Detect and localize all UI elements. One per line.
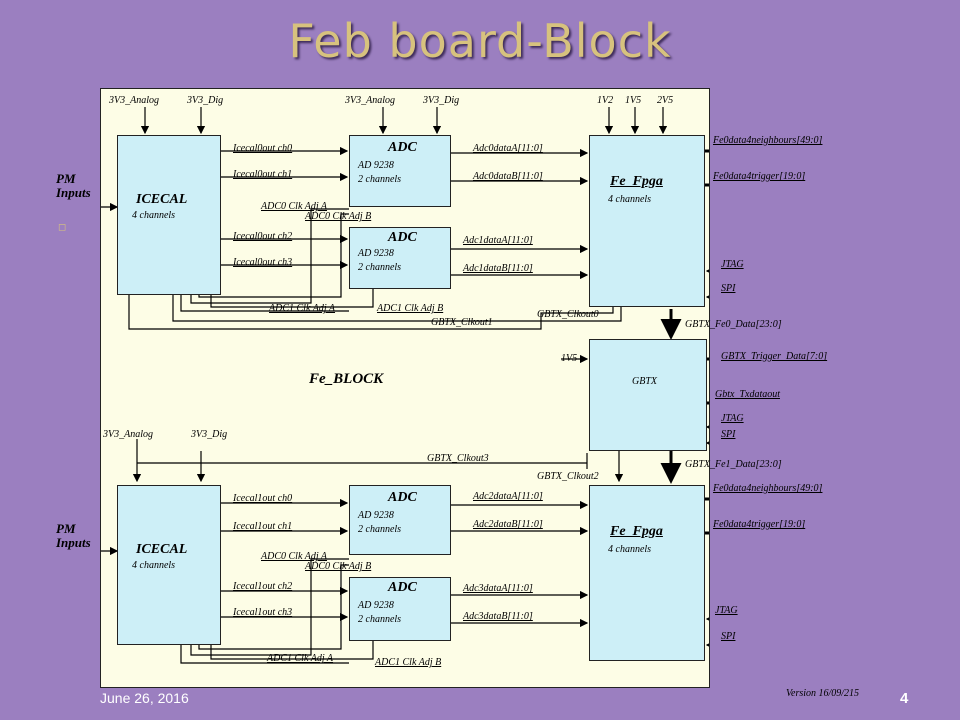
supply-label: 1V5: [561, 353, 578, 364]
channel-label: Icecal0out ch0: [233, 143, 293, 154]
fe-block-label: Fe_BLOCK: [309, 371, 384, 387]
channel-label: Icecal0out ch2: [233, 231, 293, 242]
adc-title: ADC: [388, 230, 417, 245]
version-label: Version 16/09/215: [786, 688, 860, 699]
adc-part: AD 9238: [358, 160, 394, 171]
slide-date: June 26, 2016: [100, 690, 189, 706]
clk-adj-label: ADC0 Clk Adj B: [305, 211, 372, 222]
pm-inputs-top-label: PM Inputs: [56, 172, 91, 200]
supply-label: 3V3_Analog: [103, 429, 153, 440]
fpga-top-box: Fe_Fpga 4 channels: [589, 135, 705, 307]
fpga-title: Fe_Fpga: [610, 174, 663, 189]
page-number: 4: [900, 690, 909, 707]
supply-label: 1V5: [625, 95, 642, 106]
adc1-bottom-box: ADC AD 9238 2 channels: [349, 577, 451, 641]
output-label: Fe0data4trigger[19:0]: [713, 519, 806, 530]
adc0-top-box: ADC AD 9238 2 channels: [349, 135, 451, 207]
output-label: Gbtx_Txdataout: [715, 389, 780, 400]
icecal-subtitle: 4 channels: [132, 210, 176, 221]
adc-data-label: Adc1dataA[11:0]: [463, 235, 533, 246]
output-label: SPI: [721, 631, 736, 642]
channel-label: Icecal1out ch1: [233, 521, 293, 532]
icecal-title: ICECAL: [136, 542, 188, 557]
adc-title: ADC: [388, 580, 417, 595]
output-label: SPI: [721, 429, 736, 440]
supply-label: 3V3_Analog: [109, 95, 159, 106]
adc-data-label: Adc2dataA[11:0]: [473, 491, 543, 502]
supply-label: 3V3_Dig: [423, 95, 460, 106]
icecal-subtitle: 4 channels: [132, 560, 176, 571]
clk-adj-label: ADC1 Clk Adj A: [269, 303, 336, 314]
output-label: JTAG: [721, 413, 744, 424]
clk-adj-label: ADC0 Clk Adj A: [261, 201, 328, 212]
adc-data-label: Adc0dataA[11:0]: [473, 143, 543, 154]
icecal-title: ICECAL: [136, 192, 188, 207]
adc-title: ADC: [388, 140, 417, 155]
supply-label: 3V3_Analog: [345, 95, 395, 106]
fe-data-label: GBTX_Fe0_Data[23:0]: [685, 319, 782, 330]
channel-label: Icecal0out ch1: [233, 169, 293, 180]
supply-label: 3V3_Dig: [191, 429, 228, 440]
fpga-subtitle: 4 channels: [608, 194, 652, 205]
adc-data-label: Adc3dataB[11:0]: [463, 611, 533, 622]
output-label: Fe0data4neighbours[49:0]: [713, 483, 823, 494]
adc-data-label: Adc3dataA[11:0]: [463, 583, 533, 594]
bullet-marker-icon: ◻: [58, 222, 67, 233]
gbtx-clk-label: GBTX_Clkout0: [537, 309, 599, 320]
clk-adj-label: ADC1 Clk Adj B: [377, 303, 444, 314]
supply-label: 1V2: [597, 95, 614, 106]
channel-label: Icecal1out ch3: [233, 607, 293, 618]
adc-data-label: Adc0dataB[11:0]: [473, 171, 543, 182]
channel-label: Icecal1out ch2: [233, 581, 293, 592]
channel-label: Icecal0out ch3: [233, 257, 293, 268]
icecal-top-box: ICECAL 4 channels: [117, 135, 221, 295]
channel-label: Icecal1out ch0: [233, 493, 293, 504]
fpga-subtitle: 4 channels: [608, 544, 652, 555]
clk-adj-label: ADC1 Clk Adj B: [375, 657, 442, 668]
adc-title: ADC: [388, 490, 417, 505]
gbtx-box: GBTX: [589, 339, 707, 451]
output-label: GBTX_Trigger_Data[7:0]: [721, 351, 828, 362]
pm-label-line: PM: [56, 521, 76, 536]
adc-data-label: Adc1dataB[11:0]: [463, 263, 533, 274]
adc-part: AD 9238: [358, 600, 394, 611]
supply-label: 3V3_Dig: [187, 95, 224, 106]
fpga-title: Fe_Fpga: [610, 524, 663, 539]
clk-adj-label: ADC0 Clk Adj A: [261, 551, 328, 562]
adc-data-label: Adc2dataB[11:0]: [473, 519, 543, 530]
pm-inputs-bottom-label: PM Inputs: [56, 522, 91, 550]
icecal-bottom-box: ICECAL 4 channels: [117, 485, 221, 645]
inputs-label-line: Inputs: [56, 535, 91, 550]
adc-subtitle: 2 channels: [358, 174, 402, 185]
adc-subtitle: 2 channels: [358, 262, 402, 273]
adc0-bottom-box: ADC AD 9238 2 channels: [349, 485, 451, 555]
adc-subtitle: 2 channels: [358, 614, 402, 625]
clk-adj-label: ADC0 Clk Adj B: [305, 561, 372, 572]
gbtx-title: GBTX: [632, 376, 657, 387]
adc-part: AD 9238: [358, 248, 394, 259]
slide-title: Feb board-Block: [288, 14, 672, 68]
inputs-label-line: Inputs: [56, 185, 91, 200]
block-diagram: 3V3_Analog 3V3_Dig 3V3_Analog 3V3_Dig 1V…: [100, 88, 827, 688]
adc-subtitle: 2 channels: [358, 524, 402, 535]
output-label: JTAG: [715, 605, 738, 616]
adc1-top-box: ADC AD 9238 2 channels: [349, 227, 451, 289]
diagram-wires: [101, 107, 709, 664]
gbtx-clk-label: GBTX_Clkout3: [427, 453, 489, 464]
adc-part: AD 9238: [358, 510, 394, 521]
pm-label-line: PM: [56, 171, 76, 186]
gbtx-clk-label: GBTX_Clkout2: [537, 471, 599, 482]
clk-adj-label: ADC1 Clk Adj A: [267, 653, 334, 664]
output-label: SPI: [721, 283, 736, 294]
supply-label: 2V5: [657, 95, 674, 106]
output-label: JTAG: [721, 259, 744, 270]
fe-data-label: GBTX_Fe1_Data[23:0]: [685, 459, 782, 470]
fpga-bottom-box: Fe_Fpga 4 channels: [589, 485, 705, 661]
output-label: Fe0data4trigger[19:0]: [713, 171, 806, 182]
gbtx-clk-label: GBTX_Clkout1: [431, 317, 493, 328]
output-label: Fe0data4neighbours[49:0]: [713, 135, 823, 146]
